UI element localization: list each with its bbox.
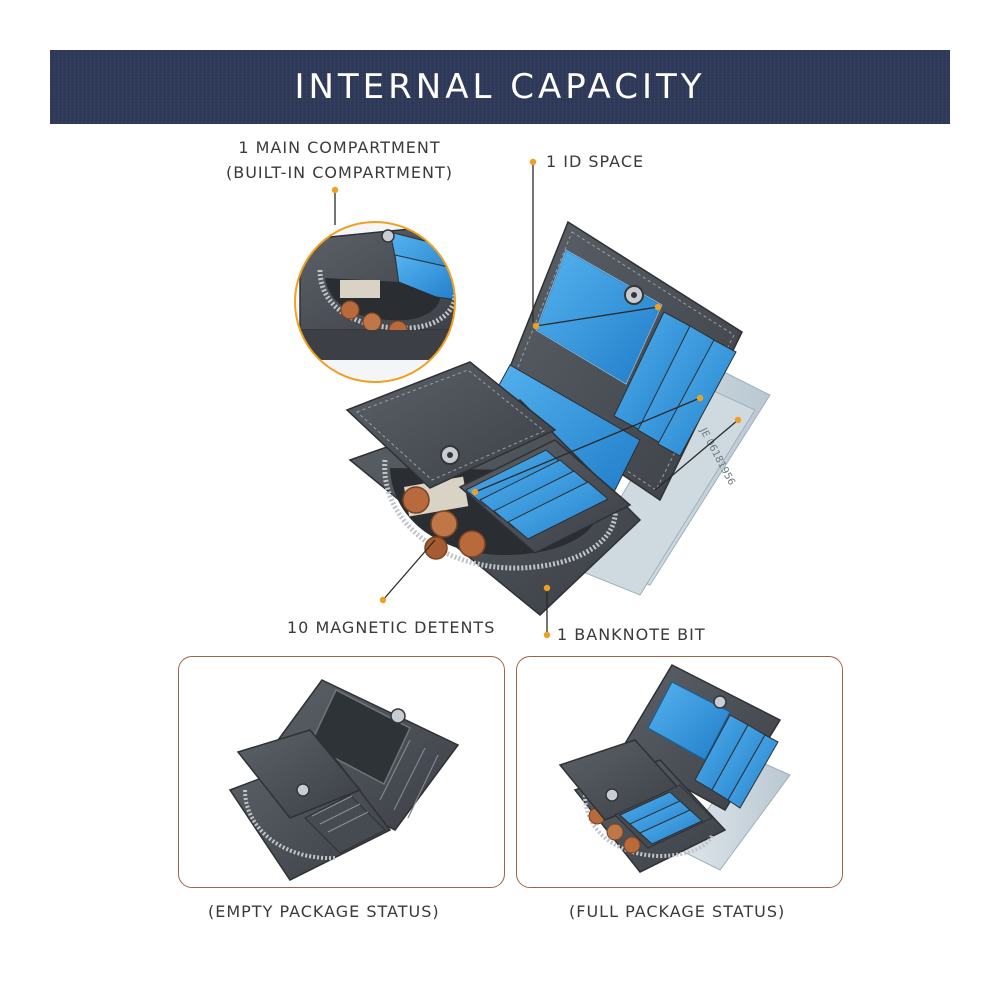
page-title: INTERNAL CAPACITY: [294, 67, 706, 107]
zipper: [382, 459, 618, 571]
banknote-bit-label: 1 BANKNOTE BIT: [557, 625, 706, 644]
callout-dots: [331, 158, 742, 639]
full-wallet: [558, 664, 791, 873]
empty-wallet: [228, 679, 460, 881]
magnetic-detents-label: 10 MAGNETIC DETENTS: [287, 618, 496, 637]
full-status-caption: (FULL PACKAGE STATUS): [569, 902, 786, 921]
front-flap: [345, 361, 557, 489]
compartment-zoom: [294, 221, 456, 383]
main-compartment-label: 1 MAIN COMPARTMENT (BUILT-IN COMPARTMENT…: [226, 138, 453, 182]
main-compartment-label-line1: 1 MAIN COMPARTMENT: [238, 138, 441, 157]
front-card-slots: [458, 439, 632, 554]
callout-lines: [334, 165, 739, 633]
main-compartment-label-line2: (BUILT-IN COMPARTMENT): [226, 163, 453, 182]
coins: [402, 476, 486, 560]
id-space-label: 1 ID SPACE: [546, 152, 645, 171]
empty-status-caption: (EMPTY PACKAGE STATUS): [208, 902, 440, 921]
main-wallet: JE 06181956: [345, 220, 771, 616]
header-banner: INTERNAL CAPACITY: [50, 50, 950, 124]
